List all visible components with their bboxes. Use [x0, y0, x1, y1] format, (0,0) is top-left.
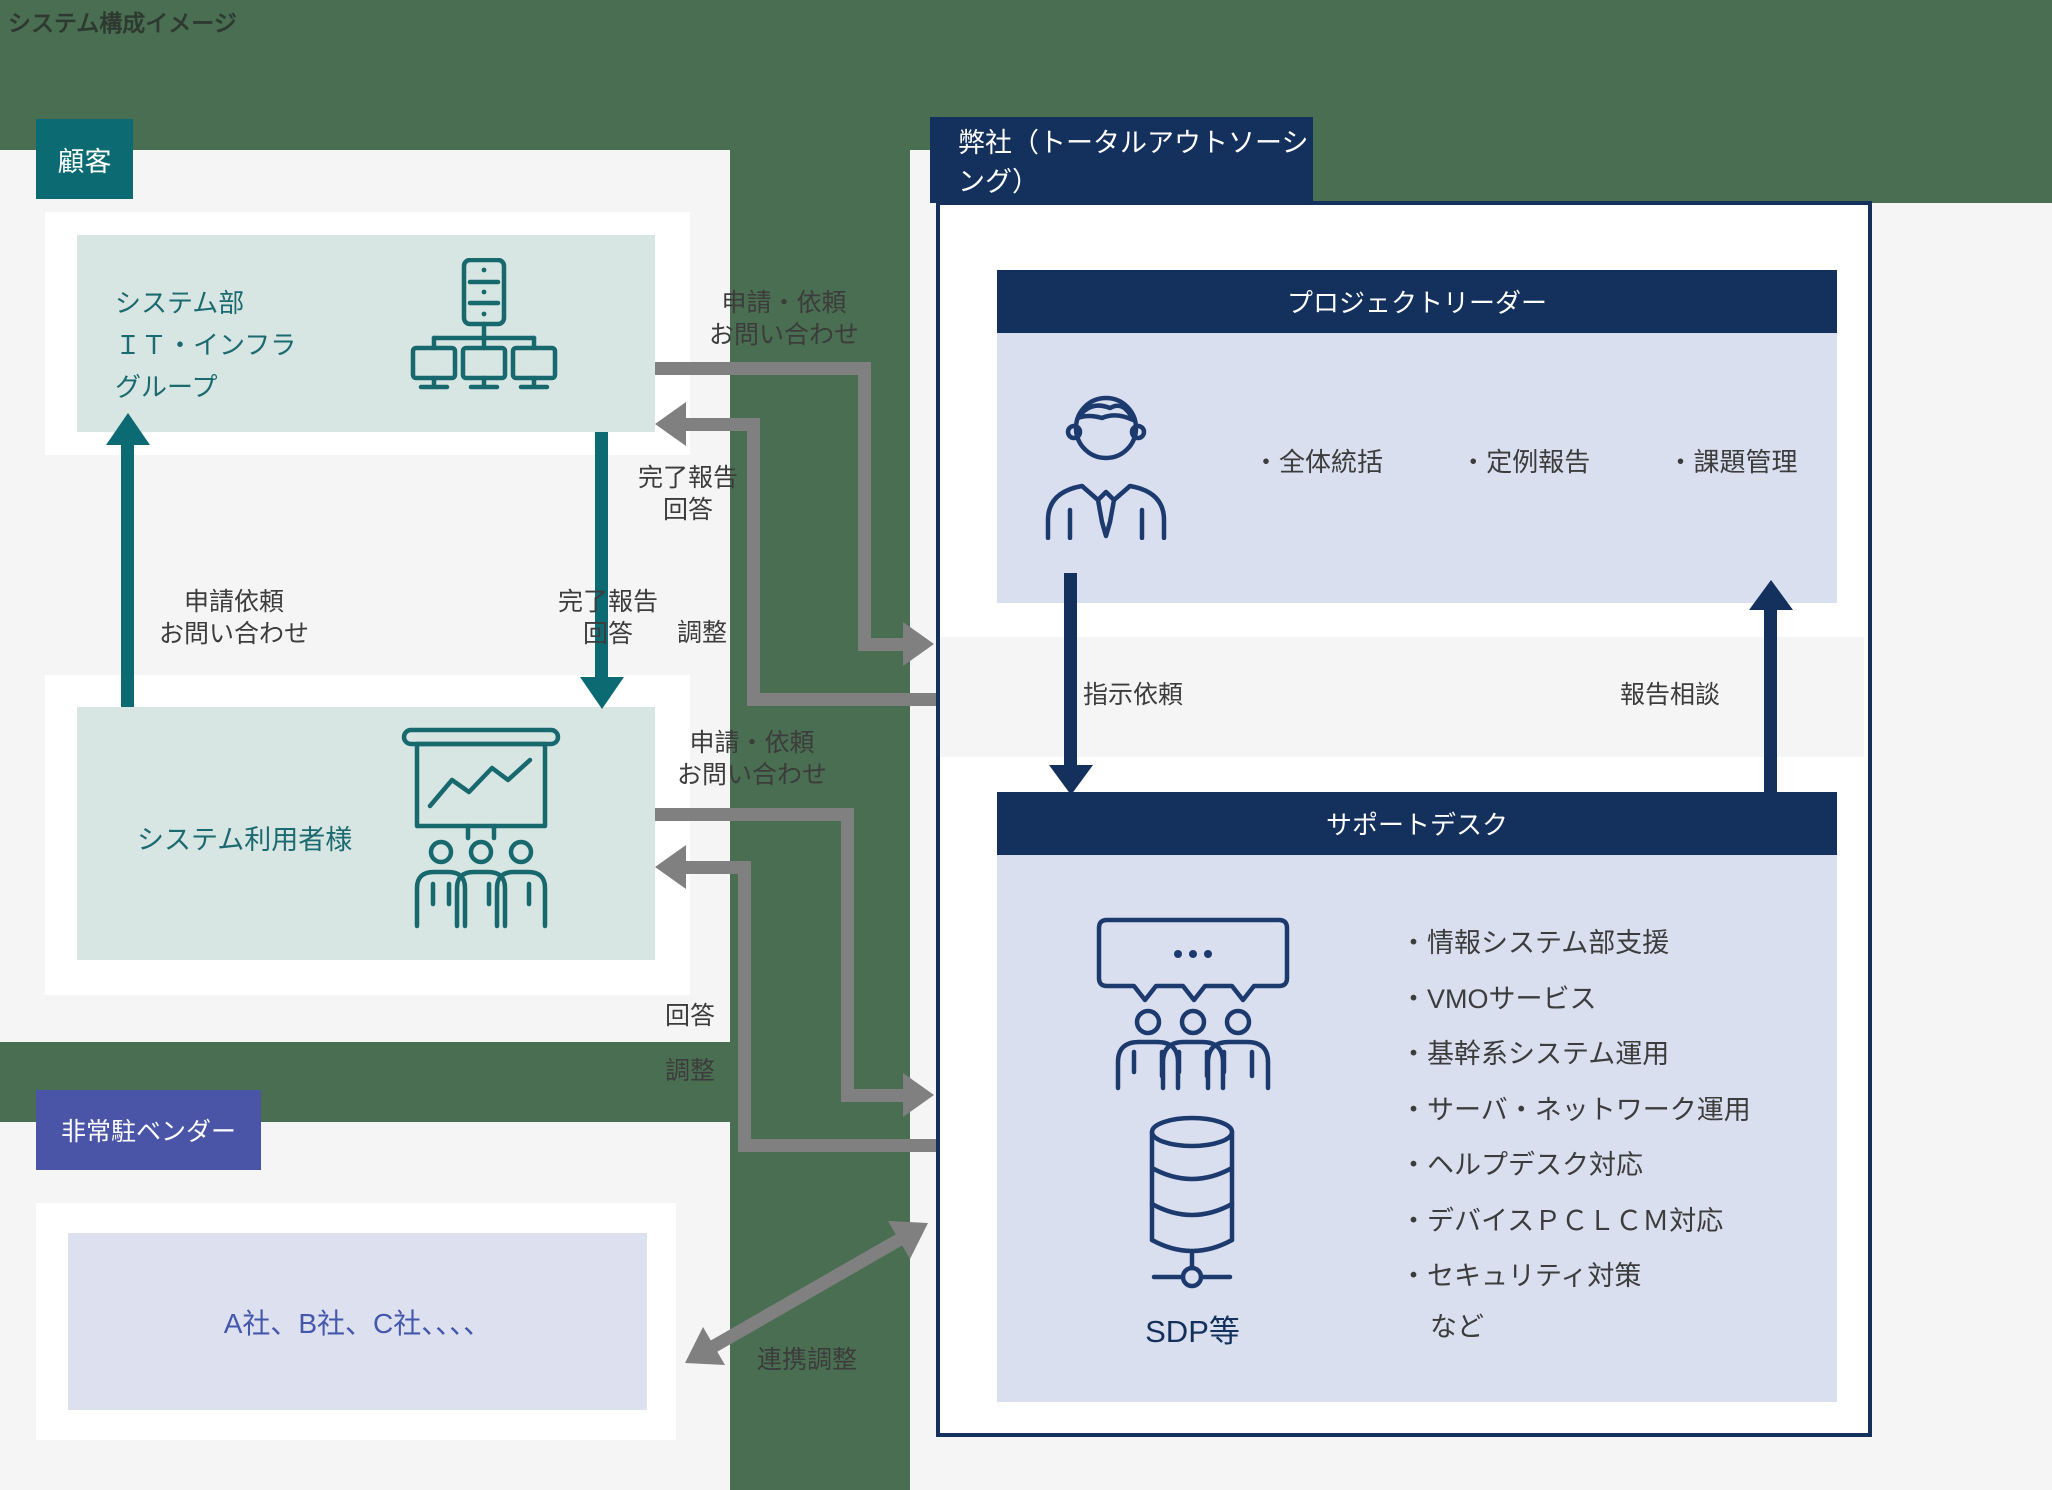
- path-report-top-v: [747, 418, 760, 706]
- label-adjust-top: 調整: [676, 619, 727, 647]
- project-leader-title: プロジェクトリーダー: [1286, 288, 1547, 318]
- page-title: システム構成イメージ: [8, 10, 237, 36]
- company-title-box: 弊社（トータルアウトソーシング）: [930, 117, 1313, 203]
- system-dept-line3: グループ: [115, 372, 218, 402]
- path-answer-bottom-h2: [745, 1139, 997, 1152]
- project-leader-bullets: ・全体統括 ・定例報告 ・課題管理: [1253, 442, 1868, 479]
- support-desk-list-item: ・セキュリティ対策: [1400, 1261, 1642, 1291]
- pl-bullet: ・課題管理: [1667, 447, 1798, 477]
- person-icon: [1045, 395, 1167, 540]
- label-report-consult: 報告相談: [1620, 681, 1721, 709]
- company-middle-band: [940, 637, 1864, 757]
- path-request-bottom-h2: [841, 1089, 905, 1102]
- path-request-bottom-h1: [655, 808, 854, 821]
- customer-arrow-up-head: [106, 413, 150, 445]
- pl-bullet: ・全体統括: [1253, 447, 1384, 477]
- support-desk-note: など: [1430, 1312, 1484, 1342]
- label-report-top: 完了報告回答: [637, 464, 738, 524]
- cooperation-arrow: [685, 1221, 928, 1365]
- system-users-box: [77, 707, 655, 960]
- path-request-top-h2: [858, 638, 905, 651]
- label-adjust-bottom: 調整: [664, 1057, 715, 1085]
- database-icon: [1149, 1115, 1235, 1289]
- support-desk-body: [997, 855, 1837, 1402]
- sdp-label: SDP等: [1145, 1314, 1240, 1349]
- support-desk-list-item: ・デバイスＰＣＬＣＭ対応: [1400, 1205, 1724, 1236]
- customer-arrow-up-shaft: [121, 443, 134, 707]
- path-answer-bottom-arrowhead: [655, 845, 686, 889]
- label-request-top: 申請・依頼お問い合わせ: [708, 289, 859, 349]
- vendor-companies: A社、B社、C社、、、、: [223, 1307, 492, 1339]
- instruct-arrow-head: [1049, 765, 1093, 795]
- vendor-companies-box: A社、B社、C社、、、、: [68, 1233, 647, 1410]
- support-desk-header: サポートデスク: [997, 792, 1837, 855]
- presentation-users-icon: [401, 727, 561, 929]
- support-desk-list-item: ・基幹系システム運用: [1400, 1039, 1670, 1069]
- support-desk-list-item: ・VMOサービス: [1400, 983, 1597, 1014]
- chat-people-icon: [1096, 917, 1290, 1091]
- system-dept-line1: システム部: [115, 288, 245, 318]
- system-users-label: システム利用者様: [137, 825, 353, 855]
- path-report-top-arrowhead: [655, 402, 686, 446]
- company-title: 弊社（トータルアウトソーシング）: [958, 128, 1309, 197]
- customer-label: 顧客: [57, 146, 112, 177]
- support-desk-list-item: ・ヘルプデスク対応: [1400, 1150, 1643, 1180]
- project-leader-body: [997, 333, 1837, 603]
- support-desk-list: ・情報システム部支援・VMOサービス・基幹系システム運用・サーバ・ネットワーク運…: [1400, 916, 1751, 1305]
- pl-bullet: ・定例報告: [1460, 447, 1591, 477]
- customer-label-box: 顧客: [36, 119, 133, 199]
- path-request-top-h1: [655, 362, 871, 375]
- vendor-label: 非常駐ベンダー: [60, 1118, 236, 1146]
- support-desk-title: サポートデスク: [1325, 810, 1508, 840]
- support-desk-list-item: ・サーバ・ネットワーク運用: [1400, 1094, 1751, 1125]
- path-request-top-v: [858, 362, 871, 651]
- system-dept-box: [77, 235, 655, 432]
- system-dept-line2: ＩＴ・インフラ: [115, 330, 297, 360]
- report-consult-arrow-shaft: [1764, 608, 1777, 792]
- server-network-icon: [410, 258, 558, 390]
- support-desk-list-item: ・情報システム部支援: [1400, 928, 1670, 958]
- path-report-top-h2: [754, 693, 938, 706]
- path-request-top-arrowhead: [903, 622, 934, 666]
- path-report-top-h1: [684, 418, 760, 431]
- label-cooperation: 連携調整: [756, 1346, 857, 1374]
- customer-arrow-down-shaft: [595, 432, 608, 677]
- label-request-up: 申請依頼お問い合わせ: [158, 588, 309, 648]
- path-request-bottom-v: [841, 808, 854, 1102]
- label-answer-bottom: 回答: [664, 1002, 715, 1030]
- vendor-label-box: 非常駐ベンダー: [36, 1090, 261, 1170]
- path-request-bottom-arrowhead: [903, 1073, 934, 1117]
- customer-arrow-down-head: [580, 677, 624, 709]
- project-leader-header: プロジェクトリーダー: [997, 270, 1837, 333]
- label-report-down: 完了報告回答: [557, 588, 658, 648]
- report-consult-arrow-head: [1749, 580, 1793, 610]
- label-instruct: 指示依頼: [1083, 681, 1184, 709]
- label-request-bottom: 申請・依頼お問い合わせ: [676, 729, 827, 789]
- path-answer-bottom-v: [738, 861, 751, 1152]
- path-answer-bottom-h1: [684, 861, 751, 874]
- instruct-arrow-shaft: [1064, 573, 1077, 765]
